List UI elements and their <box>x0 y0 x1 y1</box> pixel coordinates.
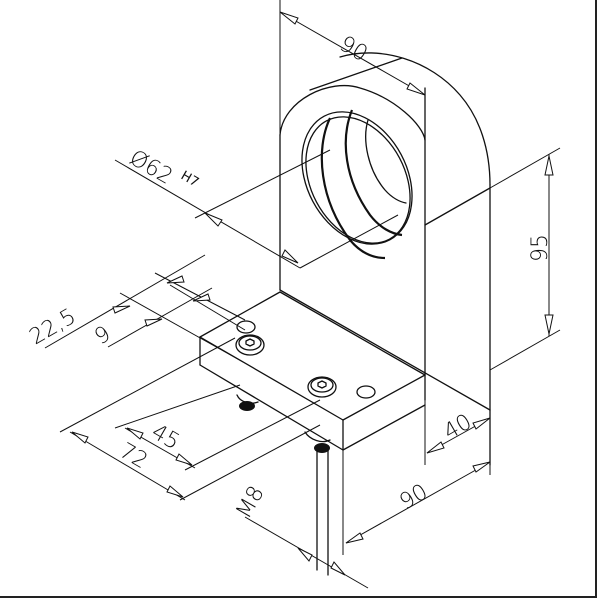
dim-label-bore-tolerance: H7 <box>178 168 201 190</box>
bolt-right <box>304 376 376 576</box>
dim-label-offset-9: 9 <box>91 322 116 351</box>
dim-thread: M8 <box>232 482 369 589</box>
dim-label-thread: M8 <box>232 482 270 523</box>
upright-plate <box>279 52 491 466</box>
dim-base-width: 90 <box>342 450 491 555</box>
dim-label-depth: 40 <box>440 410 477 446</box>
dim-depth: 40 <box>424 400 491 475</box>
dim-bore-diameter: Ø62 H7 <box>114 146 399 269</box>
dim-label-height: 95 <box>528 234 553 262</box>
dim-height: 95 <box>489 147 561 371</box>
dim-label-base-width: 90 <box>396 480 433 516</box>
dim-label-bore-diameter: Ø62 <box>125 146 177 190</box>
bolt-left <box>235 320 265 411</box>
dim-top-width: 90 <box>279 0 426 135</box>
base-plate <box>199 289 491 451</box>
dim-offsets: 22,5 9 <box>26 254 246 363</box>
dim-label-hole-spacing: 45 <box>147 420 184 456</box>
dim-label-base-length: 72 <box>115 439 152 475</box>
bore <box>301 109 413 260</box>
dim-base-spacing: 45 72 <box>59 337 321 501</box>
